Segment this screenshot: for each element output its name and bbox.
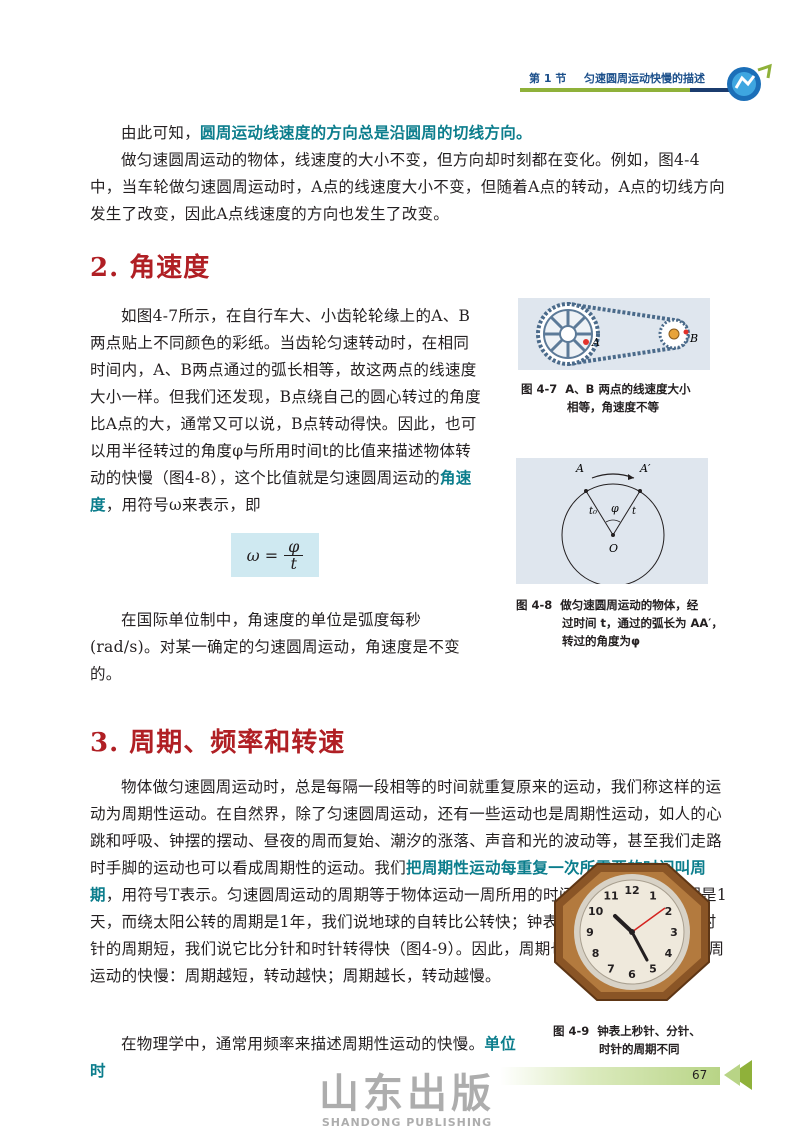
clock-numeral: 5 bbox=[649, 962, 657, 975]
clock-numeral: 1 bbox=[649, 890, 657, 903]
header-section-title: 匀速圆周运动快慢的描述 bbox=[584, 72, 706, 85]
clock-numeral: 6 bbox=[628, 968, 636, 981]
clock-numeral: 11 bbox=[603, 890, 618, 903]
fig48-caption-line1: 做匀速圆周运动的物体，经 bbox=[560, 598, 699, 612]
figure-4-8: A A′ t₀ t φ O bbox=[516, 458, 708, 587]
p3-text2: ，用符号ω来表示，即 bbox=[105, 496, 261, 514]
fig47-label-b: B bbox=[689, 332, 698, 345]
fig48-label-o: O bbox=[609, 542, 618, 555]
footer-bar bbox=[500, 1067, 720, 1085]
fig48-label-t0: t₀ bbox=[589, 506, 597, 517]
header-section-label: 第 1 节 bbox=[529, 72, 567, 85]
bicycle-gear-illustration: A B bbox=[536, 302, 698, 366]
fig48-label-a2: A′ bbox=[639, 462, 651, 475]
header-section: 第 1 节 匀速圆周运动快慢的描述 bbox=[529, 70, 705, 86]
p3-text1: 如图4-7所示，在自行车大、小齿轮轮缘上的A、B两点贴上不同颜色的彩纸。当齿轮匀… bbox=[90, 307, 481, 487]
clock-numeral: 7 bbox=[607, 962, 615, 975]
header-logo-icon bbox=[722, 62, 774, 106]
formula-box: ω = φ t bbox=[231, 533, 319, 577]
fig49-caption-line2: 时针的周期不同 bbox=[599, 1042, 680, 1056]
fig47-caption-num: 图 4-7 bbox=[521, 382, 558, 396]
p3-highlight: 角速度 bbox=[90, 469, 472, 514]
fig48-caption-num: 图 4-8 bbox=[516, 598, 553, 612]
paragraph-2: 做匀速圆周运动的物体，线速度的大小不变，但方向却时刻都在变化。例如，图4-4中，… bbox=[90, 147, 730, 228]
paragraph-4: 在国际单位制中，角速度的单位是弧度每秒(rad/s)。对某一确定的匀速圆周运动，… bbox=[90, 607, 490, 688]
clock-numeral: 10 bbox=[588, 905, 604, 918]
formula-numerator: φ bbox=[284, 538, 304, 556]
fig47-label-a: A bbox=[591, 336, 600, 349]
fig49-caption-num: 图 4-9 bbox=[553, 1024, 590, 1038]
p2-text: 做匀速圆周运动的物体，线速度的大小不变，但方向却时刻都在变化。例如，图4-4中，… bbox=[90, 151, 725, 223]
fig48-label-a: A bbox=[575, 462, 584, 475]
clock-numeral: 2 bbox=[665, 905, 673, 918]
figure-4-8-caption: 图 4-8 做匀速圆周运动的物体，经 过时间 t，通过的弧长为 AA′， 转过的角… bbox=[516, 596, 726, 650]
paragraph-1: 由此可知，圆周运动线速度的方向总是沿圆周的切线方向。 bbox=[90, 120, 730, 147]
clock-numeral: 9 bbox=[586, 926, 594, 939]
formula-denominator: t bbox=[290, 553, 297, 573]
clock-numeral: 12 bbox=[624, 884, 639, 897]
fig48-caption-line3: 转过的角度为φ bbox=[562, 634, 640, 648]
formula-fraction: φ t bbox=[284, 538, 304, 573]
footer-arrow-icon bbox=[716, 1060, 752, 1090]
clock-numeral: 8 bbox=[592, 947, 600, 960]
header-bar-dark bbox=[690, 88, 740, 92]
paragraph-3: 如图4-7所示，在自行车大、小齿轮轮缘上的A、B两点贴上不同颜色的彩纸。当齿轮匀… bbox=[90, 303, 482, 519]
paragraph-6: 在物理学中，通常用频率来描述周期性运动的快慢。单位时 bbox=[90, 1031, 530, 1085]
fig48-label-t: t bbox=[632, 506, 637, 517]
clock-numeral: 4 bbox=[665, 947, 673, 960]
p6-text: 在物理学中，通常用频率来描述周期性运动的快慢。 bbox=[121, 1035, 485, 1053]
fig47-caption-line1: A、B 两点的线速度大小 bbox=[565, 382, 691, 396]
watermark-cn: 山东出版 bbox=[319, 1070, 495, 1117]
figure-4-9-caption: 图 4-9 钟表上秒针、分针、 时针的周期不同 bbox=[553, 1022, 733, 1058]
p1-highlight: 圆周运动线速度的方向总是沿圆周的切线方向。 bbox=[200, 124, 532, 142]
p4-text: 在国际单位制中，角速度的单位是弧度每秒(rad/s)。对某一确定的匀速圆周运动，… bbox=[90, 611, 460, 683]
fig48-label-phi: φ bbox=[611, 502, 619, 515]
p5-text1: 物体做匀速圆周运动时，总是每隔一段相等的时间就重复原来的运动，我们称这样的运动为… bbox=[90, 778, 723, 877]
footer-page-number: 67 bbox=[692, 1068, 708, 1082]
p6-highlight: 单位时 bbox=[90, 1035, 517, 1080]
p1-prefix: 由此可知， bbox=[121, 124, 201, 142]
figure-4-7-caption: 图 4-7 A、B 两点的线速度大小 相等，角速度不等 bbox=[521, 380, 721, 416]
clock-numeral: 3 bbox=[670, 926, 678, 939]
formula-lhs: ω = bbox=[246, 545, 279, 565]
figure-4-7: A B bbox=[518, 298, 710, 370]
fig48-caption-line2: 过时间 t，通过的弧长为 AA′， bbox=[562, 616, 723, 630]
fig49-caption-line1: 钟表上秒针、分针、 bbox=[597, 1024, 701, 1038]
section-2-heading: 2. 角速度 bbox=[90, 253, 211, 283]
section-3-heading: 3. 周期、频率和转速 bbox=[90, 728, 346, 758]
watermark: 山东出版 SHANDONG PUBLISHING bbox=[312, 1070, 502, 1130]
header-bar bbox=[520, 88, 735, 92]
watermark-en: SHANDONG PUBLISHING bbox=[321, 1116, 493, 1129]
circle-angle-diagram: A A′ t₀ t φ O bbox=[561, 462, 665, 587]
fig47-caption-line2: 相等，角速度不等 bbox=[567, 400, 659, 414]
